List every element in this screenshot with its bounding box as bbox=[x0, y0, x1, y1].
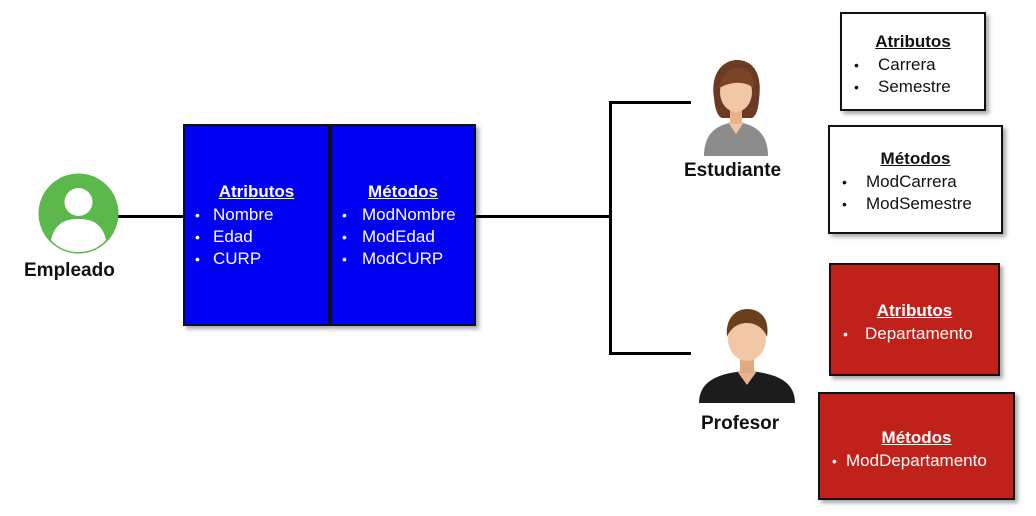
list-item: Carrera bbox=[842, 54, 984, 76]
male-user-icon bbox=[699, 309, 795, 403]
connector-branch-vertical bbox=[609, 102, 612, 355]
profesor-atributos-title: Atributos bbox=[876, 301, 953, 320]
profesor-metodos-box: Métodos ModDepartamento bbox=[818, 392, 1015, 500]
female-user-icon bbox=[704, 60, 768, 156]
list-item: ModEdad bbox=[332, 226, 474, 248]
estudiante-metodos-box: Métodos ModCarrera ModSemestre bbox=[828, 125, 1003, 234]
empleado-atributos-title: Atributos bbox=[218, 182, 295, 201]
list-item: ModCURP bbox=[332, 248, 474, 270]
list-item: Departamento bbox=[831, 323, 998, 345]
profesor-atributos-box: Atributos Departamento bbox=[829, 263, 1000, 376]
connector-branch-profesor bbox=[609, 352, 691, 355]
person-circle-icon bbox=[38, 173, 119, 254]
list-item: ModDepartamento bbox=[820, 450, 1013, 472]
list-item: ModSemestre bbox=[830, 193, 1001, 215]
estudiante-label: Estudiante bbox=[684, 160, 782, 181]
estudiante-atributos-title: Atributos bbox=[875, 32, 951, 51]
list-item: Nombre bbox=[185, 204, 328, 226]
list-item: CURP bbox=[185, 248, 328, 270]
profesor-atributos-list: Departamento bbox=[831, 323, 998, 345]
profesor-metodos-list: ModDepartamento bbox=[820, 450, 1013, 472]
list-item: ModCarrera bbox=[830, 171, 1001, 193]
estudiante-metodos-list: ModCarrera ModSemestre bbox=[830, 171, 1001, 215]
profesor-label: Profesor bbox=[701, 413, 780, 434]
empleado-metodos-title: Métodos bbox=[368, 182, 438, 201]
empleado-metodos-list: ModNombre ModEdad ModCURP bbox=[332, 204, 474, 270]
estudiante-atributos-box: Atributos Carrera Semestre bbox=[840, 12, 986, 111]
list-item: Edad bbox=[185, 226, 328, 248]
estudiante-atributos-list: Carrera Semestre bbox=[842, 54, 984, 98]
profesor-metodos-title: Métodos bbox=[881, 428, 952, 447]
empleado-label: Empleado bbox=[24, 260, 115, 281]
empleado-metodos-box: Métodos ModNombre ModEdad ModCURP bbox=[330, 124, 476, 326]
list-item: ModNombre bbox=[332, 204, 474, 226]
estudiante-metodos-title: Métodos bbox=[880, 149, 951, 168]
list-item: Semestre bbox=[842, 76, 984, 98]
connector-empleado-to-box bbox=[118, 215, 184, 218]
empleado-atributos-box: Atributos Nombre Edad CURP bbox=[183, 124, 330, 326]
empleado-atributos-list: Nombre Edad CURP bbox=[185, 204, 328, 270]
connector-box-to-branch bbox=[475, 215, 612, 218]
connector-branch-estudiante bbox=[609, 101, 691, 104]
